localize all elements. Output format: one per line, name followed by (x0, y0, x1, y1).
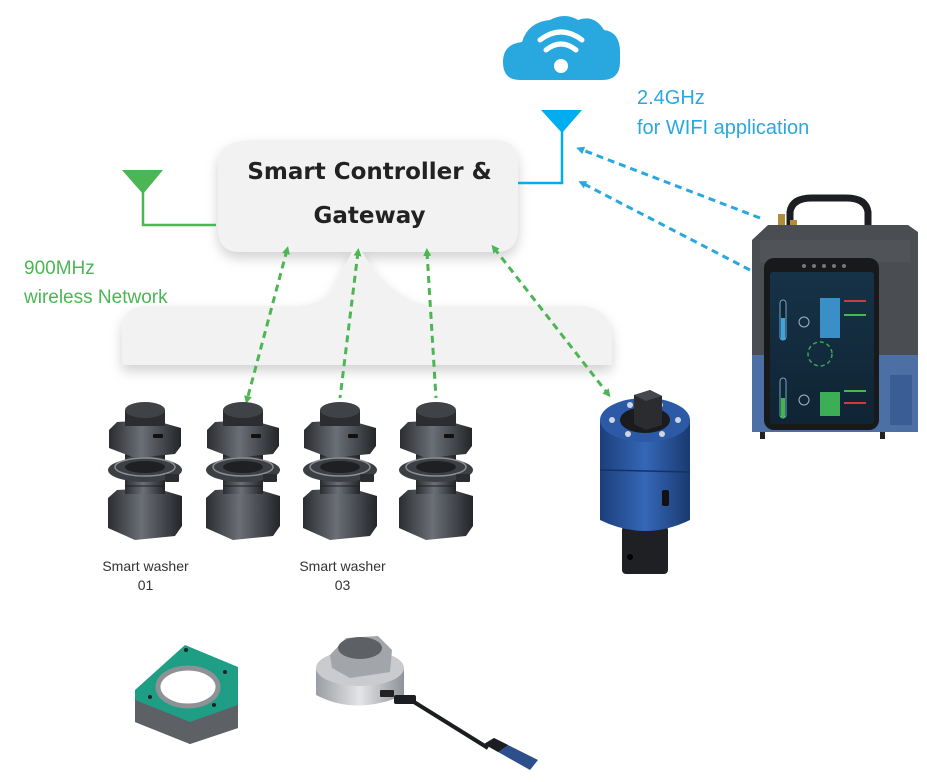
subghz-links (244, 244, 611, 404)
subghz-frequency: 900MHz (24, 258, 95, 279)
link-washer-04 (423, 248, 438, 399)
antenna-900mhz-icon (122, 170, 216, 227)
link-washer-03 (338, 248, 362, 399)
nut-sensor-with-cable (316, 636, 538, 770)
wifi-links (576, 146, 761, 272)
smart-washer-03 (303, 402, 377, 540)
wifi-link-1 (576, 146, 761, 220)
wifi-description: for WIFI application (637, 117, 810, 139)
smart-washer-01-label: Smart washer 01 (88, 557, 203, 595)
washer-label-line2: 03 (334, 577, 351, 593)
smart-washer-04 (399, 402, 473, 540)
link-washer-02 (244, 246, 290, 404)
wifi-network-label: 2.4GHz for WIFI application (637, 83, 809, 143)
smart-washers (108, 402, 473, 540)
wifi-link-2 (578, 181, 751, 272)
rotary-torque-sensor (599, 390, 691, 574)
portable-control-unit (752, 194, 918, 439)
gateway-title-line1: Smart Controller & (247, 159, 492, 185)
hex-load-washer (135, 645, 238, 744)
gateway-title-line2: Gateway (313, 203, 426, 229)
wifi-frequency: 2.4GHz (637, 87, 705, 109)
washer-label-line2: 01 (137, 577, 154, 593)
antenna-wifi-icon (518, 110, 582, 185)
gateway-title: Smart Controller & Gateway (222, 150, 517, 238)
subghz-network-label: 900MHz wireless Network (24, 254, 168, 312)
smart-washer-03-label: Smart washer 03 (285, 557, 400, 595)
smart-washer-02 (206, 402, 280, 540)
subghz-description: wireless Network (24, 287, 168, 308)
washer-label-line1: Smart washer (102, 558, 189, 574)
screen-panels (779, 298, 866, 419)
washer-label-line1: Smart washer (299, 558, 386, 574)
link-torque-sensor (491, 244, 611, 398)
smart-washer-01 (108, 402, 182, 540)
cloud-wifi-icon (503, 16, 620, 80)
